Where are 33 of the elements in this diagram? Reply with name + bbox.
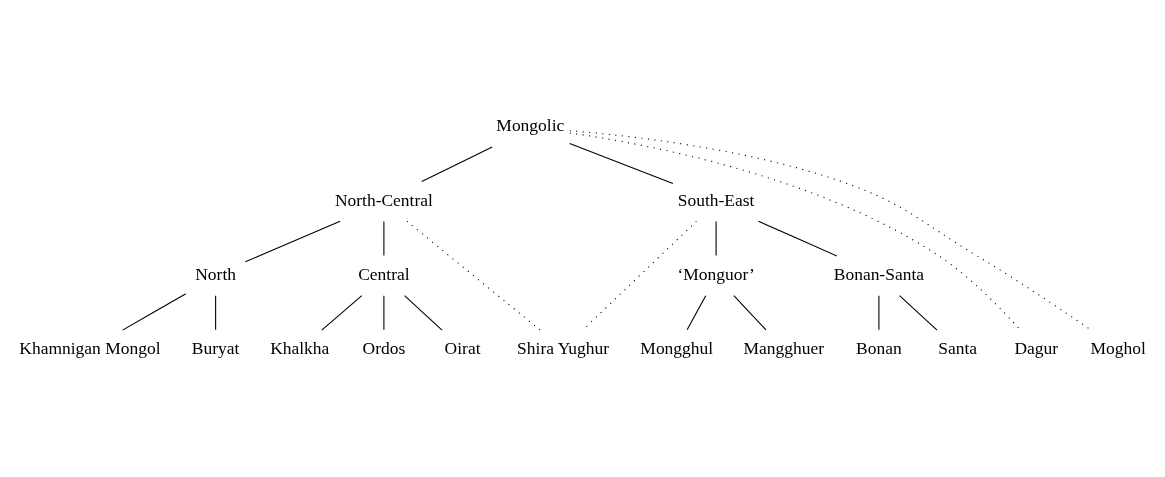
node-text: Khamnigan Mongol	[19, 338, 161, 359]
node-text: Mangghuer	[743, 338, 825, 359]
node-text: Moghol	[1090, 338, 1146, 359]
node-text: Oirat	[444, 338, 481, 359]
node-text: Bonan-Santa	[833, 263, 925, 284]
node-text: Bonan	[856, 338, 902, 359]
node-text: Buryat	[191, 338, 240, 359]
connector	[686, 295, 707, 331]
node-text: Mongolic	[496, 115, 565, 136]
node-text: North-Central	[334, 189, 433, 210]
connector	[421, 146, 493, 183]
node-text: Dagur	[1014, 338, 1059, 359]
connector	[899, 295, 938, 331]
connector	[321, 295, 363, 331]
node-text: Khalkha	[270, 338, 330, 359]
node-text: Mongghul	[640, 338, 714, 359]
connector	[244, 220, 341, 263]
connector	[404, 295, 443, 331]
connector	[757, 220, 838, 257]
connector	[383, 295, 385, 331]
node-text: Central	[358, 263, 410, 284]
node-text: South-East	[677, 189, 755, 210]
connector	[215, 295, 217, 331]
node-text: ‘Monguor’	[677, 263, 755, 284]
node-text: North	[195, 263, 236, 284]
node-text: Ordos	[362, 338, 406, 359]
connector	[122, 293, 187, 331]
connector	[733, 295, 767, 331]
connector	[383, 220, 385, 257]
connector	[406, 220, 541, 331]
connector	[569, 142, 674, 184]
node-text: Shira Yughur	[517, 338, 610, 359]
node-text: Santa	[938, 338, 977, 359]
